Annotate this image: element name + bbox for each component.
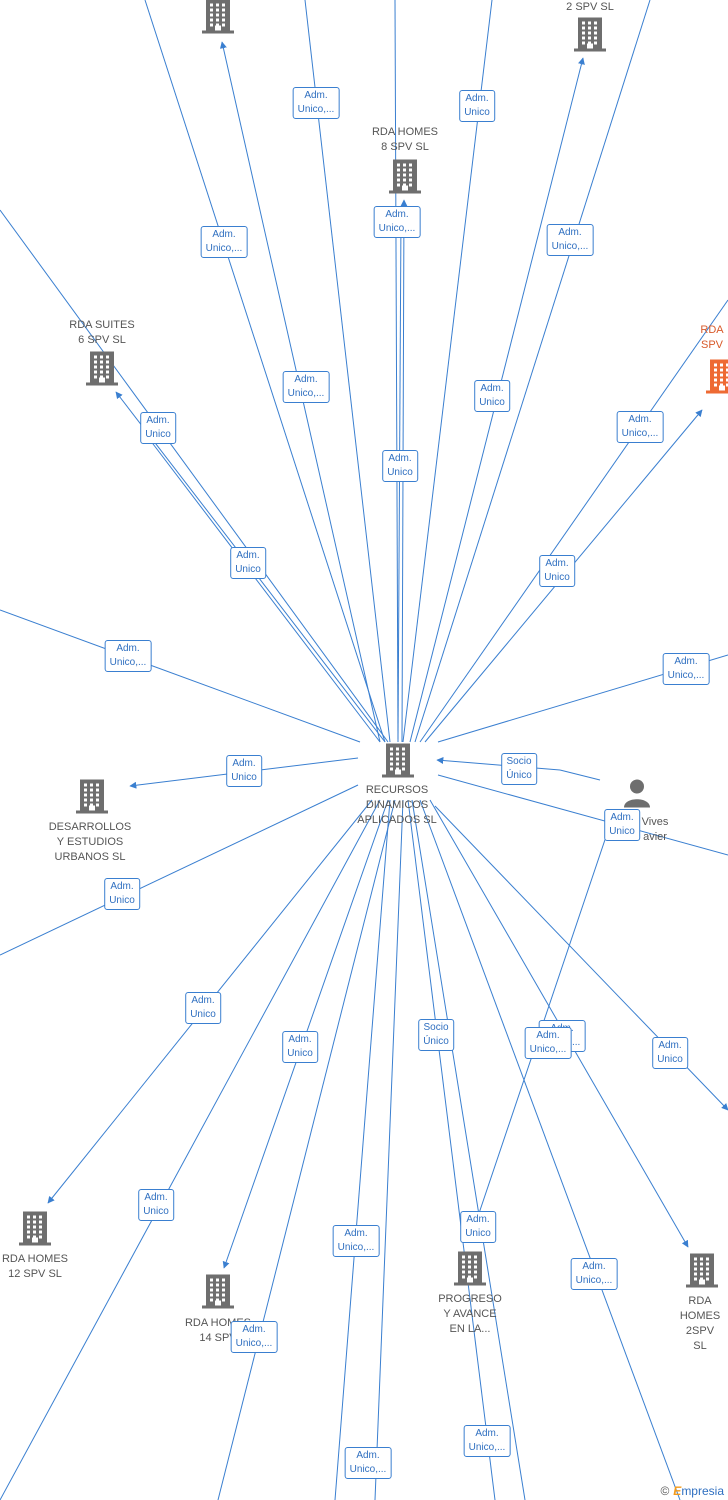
relation-label[interactable]: Adm. Unico — [138, 1189, 174, 1221]
edge-line — [217, 799, 396, 1500]
edge-line — [0, 609, 361, 743]
node-label[interactable]: Vives avier — [641, 816, 669, 843]
edge-line — [0, 799, 381, 1500]
edge-line — [149, 439, 381, 743]
edge-line — [304, 0, 391, 743]
node-label[interactable]: 2 SPV SL — [566, 1, 614, 13]
relation-label[interactable]: Adm. Unico — [652, 1037, 688, 1069]
building-icon[interactable] — [86, 350, 118, 391]
relation-label[interactable]: Adm. Unico,... — [230, 1321, 278, 1353]
edge-line — [374, 799, 404, 1500]
edge-line — [419, 299, 728, 743]
building-icon[interactable] — [389, 158, 421, 199]
footer-brand: ©Empresia — [660, 1484, 724, 1498]
node-label[interactable]: RECURSOS DINAMICOS APLICADOS SL — [357, 784, 437, 826]
node-label[interactable]: RDA HOMES 2SPV SL — [679, 1295, 721, 1352]
relation-label[interactable]: Adm. Unico — [140, 412, 176, 444]
node-label[interactable]: RDA SPV — [700, 324, 724, 351]
relation-label[interactable]: Adm. Unico,... — [200, 226, 248, 258]
relation-label[interactable]: Adm. Unico,... — [104, 640, 152, 672]
relation-label[interactable]: Adm. Unico,... — [662, 653, 710, 685]
building-icon[interactable] — [76, 778, 108, 819]
person-icon[interactable] — [622, 778, 652, 813]
edge-line — [407, 799, 496, 1500]
edge-line — [402, 0, 493, 743]
building-icon[interactable] — [382, 742, 414, 783]
edge-line — [334, 799, 391, 1500]
relation-label[interactable]: Adm. Unico,... — [524, 1027, 572, 1059]
edge-line — [144, 0, 386, 743]
building-icon[interactable] — [574, 16, 606, 57]
building-icon[interactable] — [706, 358, 728, 399]
relation-label[interactable]: Adm. Unico — [474, 380, 510, 412]
relation-label[interactable]: Adm. Unico,... — [282, 371, 330, 403]
relation-label[interactable]: Adm. Unico,... — [463, 1425, 511, 1457]
node-label[interactable]: RDA SUITES 6 SPV SL — [69, 319, 135, 346]
relation-label[interactable]: Adm. Unico,... — [616, 411, 664, 443]
relation-label[interactable]: Adm. Unico — [230, 547, 266, 579]
relation-label[interactable]: Adm. Unico,... — [332, 1225, 380, 1257]
node-label[interactable]: RDA HOMES 12 SPV SL — [1, 1253, 69, 1280]
relation-label[interactable]: Adm. Unico — [282, 1031, 318, 1063]
relation-label[interactable]: Adm. Unico — [185, 992, 221, 1024]
relation-label[interactable]: Adm. Unico — [604, 809, 640, 841]
edge-line — [414, 0, 651, 743]
relation-label[interactable]: Adm. Unico,... — [546, 224, 594, 256]
building-icon[interactable] — [202, 1273, 234, 1314]
edge-line — [0, 209, 389, 743]
edge-line — [394, 0, 399, 743]
brand-logo-e: E — [673, 1484, 682, 1498]
relation-label[interactable]: Adm. Unico,... — [292, 87, 340, 119]
copyright-symbol: © — [660, 1484, 670, 1498]
building-icon[interactable] — [454, 1250, 486, 1291]
relation-label[interactable]: Adm. Unico — [539, 555, 575, 587]
node-label[interactable]: PROGRESO Y AVANCE EN LA... — [438, 1293, 502, 1335]
relation-label[interactable]: Adm. Unico — [460, 1211, 496, 1243]
relation-label[interactable]: Adm. Unico,... — [373, 206, 421, 238]
edge-line — [0, 784, 359, 956]
relation-label[interactable]: Adm. Unico — [104, 878, 140, 910]
relation-label[interactable]: Socio Único — [418, 1019, 454, 1051]
edge-line — [437, 774, 728, 856]
edge-line — [436, 757, 561, 771]
relation-label[interactable]: Adm. Unico,... — [570, 1258, 618, 1290]
edge-line — [559, 769, 601, 781]
relation-label[interactable]: Adm. Unico — [226, 755, 262, 787]
relation-label[interactable]: Adm. Unico — [459, 90, 495, 122]
brand-name: mpresia — [681, 1484, 724, 1498]
building-icon[interactable] — [19, 1210, 51, 1251]
relation-label[interactable]: Socio Único — [501, 753, 537, 785]
edge-line — [419, 799, 681, 1500]
node-label[interactable]: RDA HOMES 8 SPV SL — [371, 126, 439, 153]
relation-label[interactable]: Adm. Unico,... — [344, 1447, 392, 1479]
relation-label[interactable]: Adm. Unico — [382, 450, 418, 482]
node-label[interactable]: DESARROLLOS Y ESTUDIOS URBANOS SL — [48, 821, 132, 863]
building-icon[interactable] — [686, 1252, 718, 1293]
building-icon[interactable] — [202, 0, 234, 39]
edge-line — [411, 799, 526, 1500]
